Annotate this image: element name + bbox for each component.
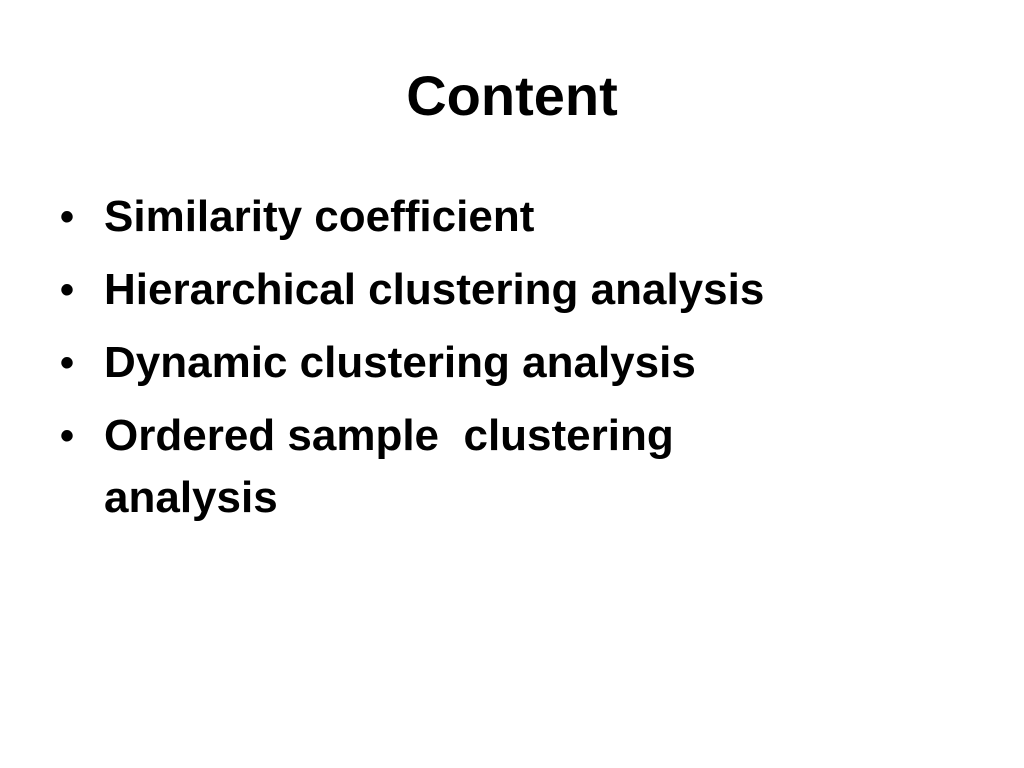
bullet-icon: • [60, 195, 75, 239]
bullet-icon: • [60, 414, 75, 458]
bullet-icon: • [60, 341, 75, 385]
list-item-label: Hierarchical clustering analysis [104, 265, 765, 314]
list-item: • Similarity coefficient [56, 186, 936, 248]
slide-title: Content [406, 64, 618, 127]
list-item: • Hierarchical clustering analysis [56, 259, 936, 321]
list-item: • Dynamic clustering analysis [56, 332, 936, 394]
bullet-icon: • [60, 268, 75, 312]
list-item-label: Ordered sample clustering analysis [104, 411, 686, 522]
list-item-label: Similarity coefficient [104, 192, 535, 241]
bullet-list: • Similarity coefficient • Hierarchical … [56, 186, 936, 540]
list-item: • Ordered sample clustering analysis [56, 405, 936, 529]
list-item-label: Dynamic clustering analysis [104, 338, 696, 387]
